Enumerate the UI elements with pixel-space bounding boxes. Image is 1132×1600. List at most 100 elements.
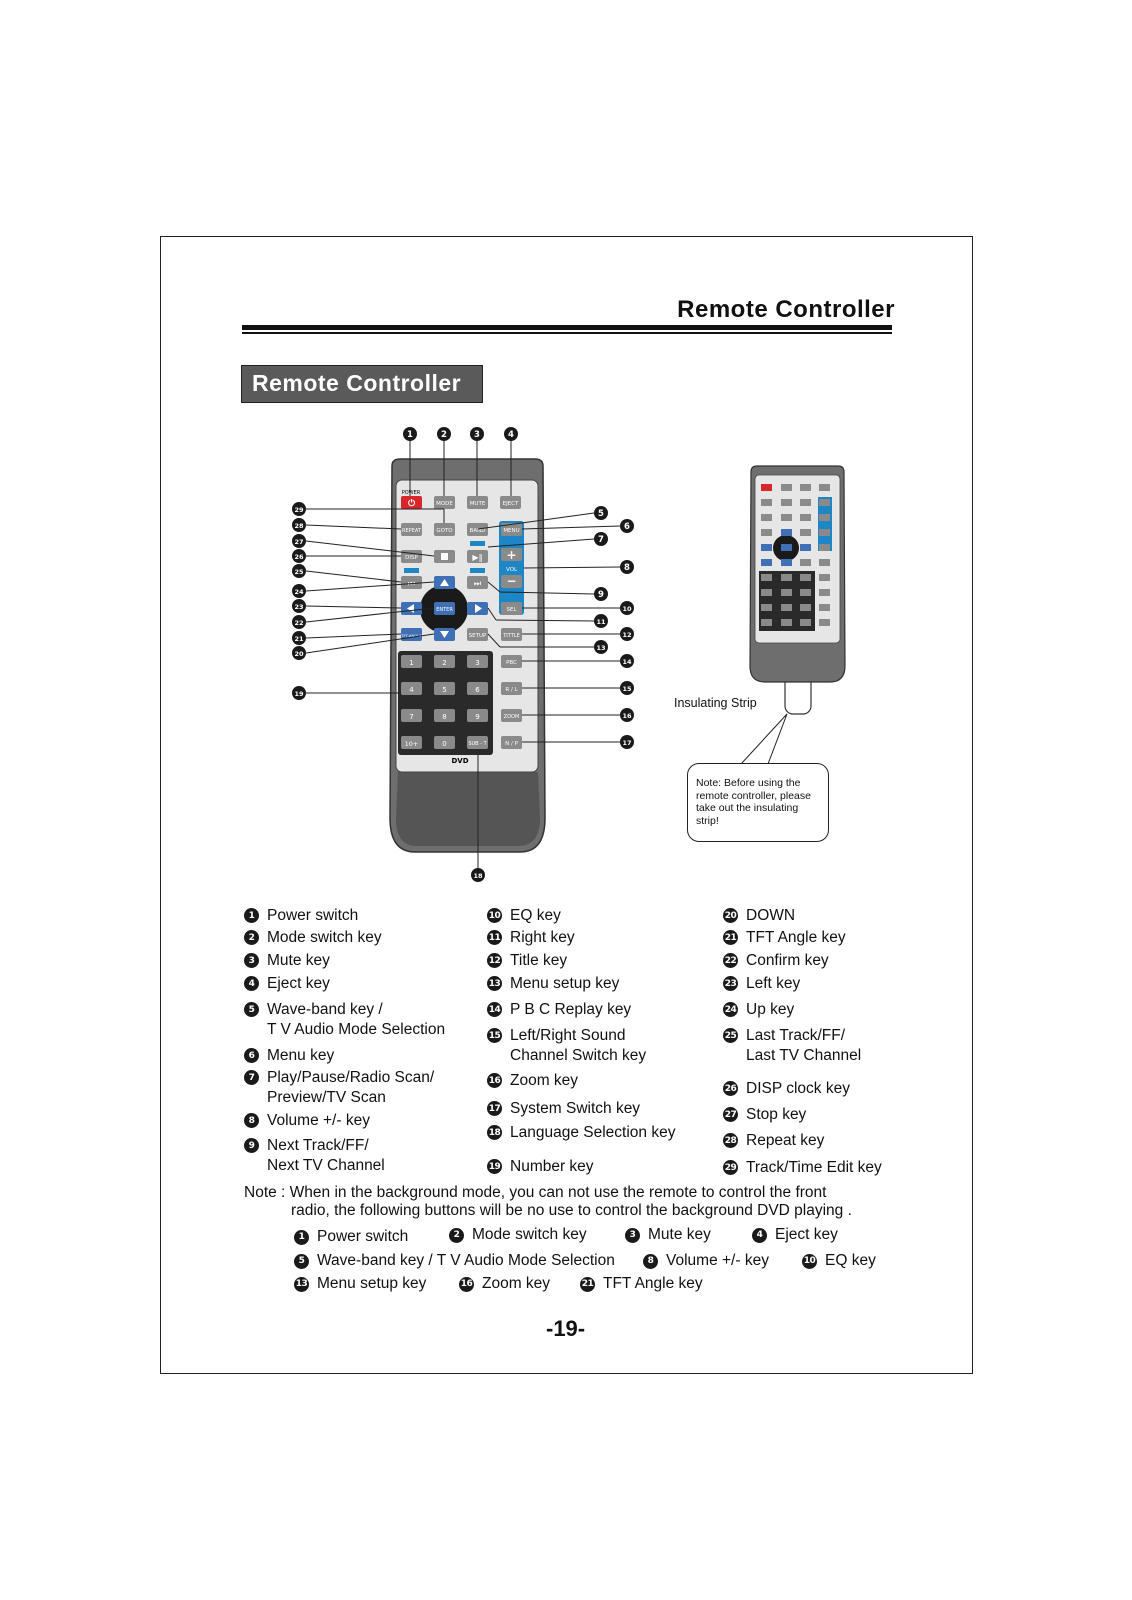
disp-button[interactable]: DISP (401, 550, 422, 563)
callout-13: 13 (594, 640, 608, 654)
callout-2: 2 (437, 427, 451, 441)
title-button[interactable]: TITTLE (501, 628, 522, 641)
svg-text:6: 6 (624, 522, 630, 532)
legend-text: Stop key (746, 1106, 807, 1123)
callout-27: 27 (292, 534, 306, 548)
svg-text:MUTE: MUTE (470, 501, 486, 507)
num-2-button[interactable]: 2 (434, 655, 455, 668)
num-3-button[interactable]: 3 (467, 655, 488, 668)
svg-text:⏭: ⏭ (474, 579, 481, 588)
background-key-number: 2 (449, 1227, 464, 1243)
vol-minus-button[interactable]: − (501, 574, 522, 588)
num-6-button[interactable]: 6 (467, 682, 488, 695)
legend-number: 13 (487, 976, 502, 991)
enter-button[interactable]: ENTER (434, 602, 455, 615)
svg-text:+: + (506, 548, 516, 562)
menu-button[interactable]: MENU (501, 523, 522, 536)
prev-button[interactable]: ⏮ (401, 576, 422, 589)
rl-button[interactable]: R / L (501, 682, 522, 695)
num-8-button[interactable]: 8 (434, 709, 455, 722)
sel-button[interactable]: SEL (501, 602, 522, 615)
repeat-button[interactable]: REPEAT (401, 523, 422, 536)
down-button[interactable] (434, 628, 455, 641)
svg-text:13: 13 (596, 644, 605, 652)
play-pause-button[interactable]: ▶‖ (467, 550, 488, 563)
legend-number: 2 (244, 930, 259, 945)
subt-button[interactable]: SUB - T (467, 736, 488, 749)
svg-text:1: 1 (407, 430, 413, 440)
num-9-button[interactable]: 9 (467, 709, 488, 722)
legend-number: 17 (487, 1101, 502, 1116)
remote-illustration: POWER ⏻ MODE MUTE EJECT REPEAT GOTO BAND… (292, 427, 846, 882)
zoom-button[interactable]: ZOOM (501, 709, 522, 722)
callout-12: 12 (620, 627, 634, 641)
svg-text:28: 28 (294, 522, 304, 530)
legend-number: 23 (723, 976, 738, 991)
background-key-number: 3 (625, 1227, 640, 1243)
mode-button[interactable]: MODE (434, 496, 455, 509)
pbc-button[interactable]: PBC (501, 655, 522, 668)
insulating-strip-label: Insulating Strip (674, 696, 757, 710)
svg-text:12: 12 (622, 631, 631, 639)
legend-number: 24 (723, 1002, 738, 1017)
svg-text:11: 11 (596, 618, 606, 626)
svg-text:8: 8 (442, 713, 446, 721)
background-key-text: TFT Angle key (603, 1275, 703, 1292)
legend-text: Title key (510, 952, 568, 969)
callout-14: 14 (620, 654, 634, 668)
num-5-button[interactable]: 5 (434, 682, 455, 695)
callout-28: 28 (292, 518, 306, 532)
tft-angle-button[interactable]: TFT-ANGLE (400, 628, 422, 641)
legend-number: 12 (487, 953, 502, 968)
svg-text:18: 18 (473, 872, 483, 880)
background-key-text: Volume +/- key (666, 1252, 769, 1269)
num-10plus-button[interactable]: 10+ (401, 736, 422, 749)
mute-button[interactable]: MUTE (467, 496, 488, 509)
power-button[interactable]: POWER ⏻ (401, 490, 422, 509)
setup-button[interactable]: SETUP (467, 628, 488, 641)
num-7-button[interactable]: 7 (401, 709, 422, 722)
note-line-2: radio, the following buttons will be no … (291, 1202, 852, 1219)
callout-24: 24 (292, 584, 306, 598)
left-button[interactable] (401, 602, 422, 615)
num-1-button[interactable]: 1 (401, 655, 422, 668)
num-4-button[interactable]: 4 (401, 682, 422, 695)
svg-text:4: 4 (508, 430, 514, 440)
band-button[interactable]: BAND (467, 523, 488, 536)
svg-text:EJECT: EJECT (503, 501, 519, 507)
eject-button[interactable]: EJECT (500, 496, 521, 509)
num-0-button[interactable]: 0 (434, 736, 455, 749)
svg-text:VOL: VOL (506, 567, 518, 573)
svg-text:14: 14 (622, 658, 632, 666)
legend-number: 3 (244, 953, 259, 968)
goto-button[interactable]: GOTO (434, 523, 455, 536)
stop-button[interactable] (434, 550, 455, 563)
svg-text:7: 7 (409, 713, 413, 721)
up-button[interactable] (434, 576, 455, 589)
legend-number: 29 (723, 1160, 738, 1175)
legend-number: 26 (723, 1081, 738, 1096)
legend-text: Wave-band key / T V Audio Mode Selection (267, 1001, 446, 1038)
next-button[interactable]: ⏭ (467, 576, 488, 589)
section-title: Remote Controller (241, 365, 483, 403)
vol-plus-button[interactable]: + (501, 548, 522, 562)
legend-text: Next Track/FF/ Next TV Channel (267, 1137, 385, 1174)
right-button[interactable] (467, 602, 488, 615)
svg-text:N / P: N / P (505, 741, 518, 747)
header-rule (242, 325, 892, 330)
np-button[interactable]: N / P (501, 736, 522, 749)
legend-number: 7 (244, 1070, 259, 1085)
